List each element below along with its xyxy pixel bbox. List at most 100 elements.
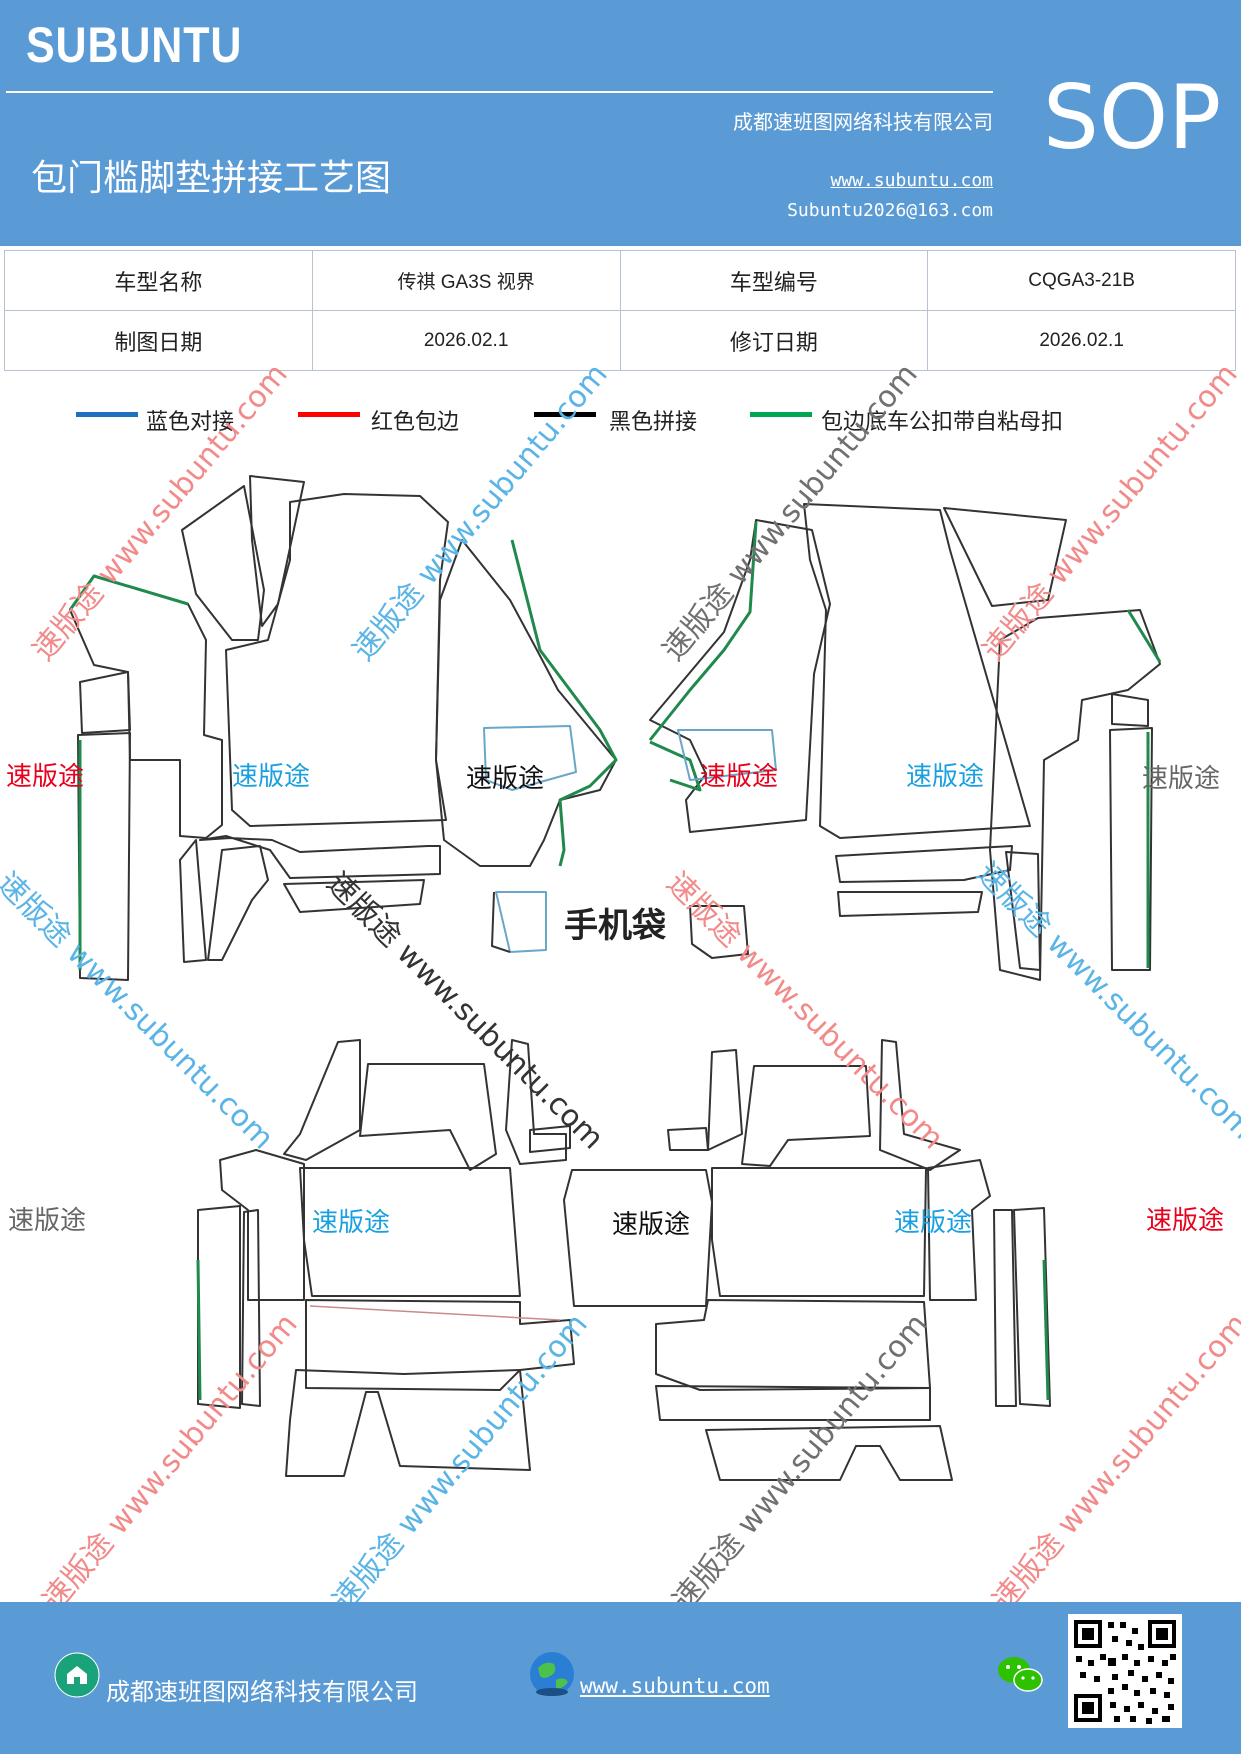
piece-label: 速版途 [6, 762, 85, 792]
revise-date-value: 2026.02.1 [927, 310, 1236, 371]
globe-icon [530, 1652, 574, 1696]
mat-piece [1126, 609, 1162, 663]
model-name-label: 车型名称 [4, 250, 313, 311]
table-row: 车型名称 传祺 GA3S 视界 车型编号 CQGA3-21B [4, 250, 1236, 311]
footer-website-link[interactable]: www.subuntu.com [580, 1674, 770, 1698]
mat-group-bottom-right [655, 1039, 1051, 1481]
table-row: 制图日期 2026.02.1 修订日期 2026.02.1 [4, 310, 1236, 371]
mat-piece [943, 507, 1067, 607]
mat-piece [667, 1127, 709, 1151]
mat-piece [1013, 1207, 1051, 1407]
building-icon [54, 1652, 100, 1698]
sop-badge: SOP [1043, 66, 1222, 169]
mat-piece [711, 1167, 927, 1297]
model-code-label: 车型编号 [619, 250, 929, 311]
piece-label: 速版途 [906, 762, 985, 792]
mat-piece [309, 1305, 561, 1321]
mat-piece [495, 891, 547, 953]
page-title: 包门槛脚垫拼接工艺图 [31, 158, 392, 199]
mat-piece [649, 519, 831, 833]
mat-piece [207, 845, 269, 961]
mat-piece [879, 1039, 961, 1171]
model-code-value: CQGA3-21B [927, 250, 1236, 311]
piece-label: 速版途 [894, 1208, 973, 1238]
mat-piece [359, 1063, 497, 1171]
mat-piece [927, 1159, 991, 1301]
mat-piece [249, 475, 305, 627]
mat-piece [803, 503, 1031, 839]
footer-banner: 成都速班图网络科技有限公司 www.subuntu.com [0, 1602, 1241, 1754]
mat-piece [179, 839, 207, 963]
legend-label-green: 包边底车公扣带自粘母扣 [821, 410, 1064, 435]
header-banner: SUBUNTU 成都速班图网络科技有限公司 包门槛脚垫拼接工艺图 www.sub… [0, 0, 1241, 246]
qr-code-icon [1074, 1620, 1176, 1724]
email-address: Subuntu2026@163.com [787, 200, 993, 221]
mat-piece [835, 845, 1013, 883]
mat-piece [219, 1149, 305, 1301]
mat-piece [241, 1209, 261, 1407]
mat-piece [196, 1259, 202, 1401]
piece-label: 速版途 [1142, 764, 1221, 794]
mat-piece [79, 671, 131, 734]
legend-swatch-green [750, 412, 812, 417]
company-name: 成都速班图网络科技有限公司 [733, 110, 993, 134]
mat-piece [705, 1425, 953, 1481]
piece-label: 速版途 [312, 1208, 391, 1238]
mat-piece [1109, 727, 1153, 971]
mat-piece [648, 521, 758, 741]
legend: 蓝色对接 红色包边 黑色拼接 包边底车公扣带自粘母扣 [0, 402, 1241, 442]
legend-swatch-blue [76, 412, 138, 417]
piece-label: 速版途 [612, 1210, 691, 1240]
mat-piece [649, 740, 702, 792]
mat-piece [741, 1065, 871, 1167]
draw-date-label: 制图日期 [4, 310, 313, 371]
legend-label-red: 红色包边 [371, 410, 460, 435]
model-name-value: 传祺 GA3S 视界 [311, 250, 621, 311]
header-divider [6, 91, 993, 93]
mat-group-top-right [648, 503, 1162, 981]
piece-label: 速版途 [700, 762, 779, 792]
draw-date-value: 2026.02.1 [311, 310, 621, 371]
mat-piece [283, 1039, 361, 1161]
mat-piece [305, 1299, 575, 1391]
mat-piece [483, 725, 577, 791]
mat-piece [1042, 1259, 1050, 1401]
mat-piece [837, 891, 983, 917]
mat-piece [655, 1385, 931, 1421]
brand-logo: SUBUNTU [26, 17, 243, 73]
mat-piece [529, 1125, 571, 1153]
mat-piece [225, 493, 449, 827]
piece-label: 速版途 [466, 764, 545, 794]
piece-label: 速版途 [1146, 1206, 1225, 1236]
mat-piece [1005, 851, 1041, 971]
mat-piece [285, 1369, 531, 1477]
mat-piece [505, 1039, 567, 1165]
mat-piece [993, 1209, 1017, 1407]
legend-swatch-red [298, 412, 360, 417]
footer-company: 成都速班图网络科技有限公司 [106, 1678, 418, 1706]
mat-piece [435, 539, 617, 867]
wechat-icon [998, 1657, 1043, 1692]
mat-piece [491, 891, 511, 953]
mat-piece [689, 905, 749, 959]
mat-piece [510, 539, 618, 867]
phone-pocket-label: 手机袋 [564, 906, 666, 946]
mat-group-top-left [68, 475, 618, 981]
legend-label-blue: 蓝色对接 [146, 410, 235, 435]
mat-piece [655, 1299, 931, 1391]
mat-piece [68, 574, 189, 611]
mat-piece [1111, 693, 1149, 727]
legend-swatch-black [534, 412, 596, 417]
mat-piece [707, 1049, 743, 1151]
qr-code [1068, 1614, 1182, 1728]
piece-label: 速版途 [8, 1206, 87, 1236]
piece-label: 速版途 [232, 762, 311, 792]
mat-piece [283, 879, 425, 913]
legend-label-black: 黑色拼接 [609, 410, 698, 435]
revise-date-label: 修订日期 [619, 310, 929, 371]
mat-piece [677, 729, 777, 781]
mat-piece [199, 835, 441, 879]
website-link[interactable]: www.subuntu.com [830, 170, 993, 191]
mat-piece [181, 485, 265, 641]
